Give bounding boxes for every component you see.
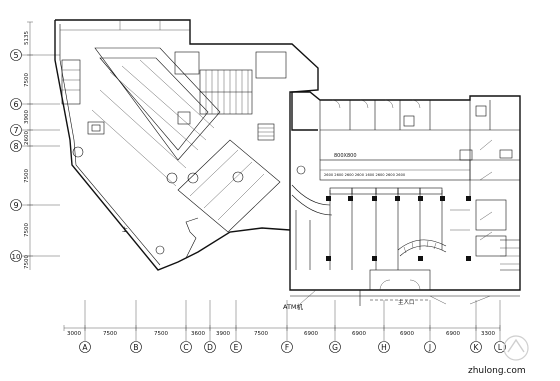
col-label-D: D	[207, 343, 213, 352]
col-label-F: F	[285, 343, 289, 352]
atm-label: ATM机	[283, 302, 304, 311]
row-bubble-7	[10, 124, 22, 136]
row-label-6: 6	[13, 100, 18, 109]
col-label-A: A	[82, 343, 88, 352]
col-bubble-F	[281, 341, 293, 353]
row-dim-1: 5135	[24, 31, 30, 45]
col-bubble-A	[79, 341, 91, 353]
row-label-9: 9	[13, 201, 18, 210]
row-axis-markers: 5 6 7 8 9 10	[10, 49, 60, 262]
col-bubble-H	[378, 341, 390, 353]
col-label-H: H	[381, 343, 387, 352]
row-label-8: 8	[13, 142, 18, 151]
row-dimension-chain: 5135 7500 3900 2600 7500 7500 7500	[24, 21, 33, 270]
bay-row-label: 2600 2600 2600 2600 1600 2600 2600 2600	[324, 173, 406, 177]
col-bubble-L	[494, 341, 506, 353]
col-dim-7: 6900	[304, 331, 318, 337]
annotation-leaders	[299, 139, 493, 305]
left-wing-outline: 上	[54, 19, 319, 271]
watermark: zhulong.com	[468, 335, 529, 376]
row-dim-2: 7500	[24, 73, 30, 87]
col-dim-9: 6900	[400, 331, 414, 337]
col-label-C: C	[183, 343, 188, 352]
col-label-J: J	[428, 343, 431, 352]
col-label-G: G	[332, 343, 338, 352]
col-bubble-E	[230, 341, 242, 353]
row-bubble-5	[10, 49, 22, 61]
beam-size-label: 800X800	[334, 153, 357, 159]
col-bubble-J	[424, 341, 436, 353]
col-dim-5: 3900	[216, 331, 230, 337]
col-dim-6: 7500	[254, 331, 268, 337]
col-dim-3: 7500	[154, 331, 168, 337]
col-label-E: E	[234, 343, 239, 352]
col-bubble-K	[470, 341, 482, 353]
col-dim-10: 6900	[446, 331, 460, 337]
col-bubble-C	[180, 341, 192, 353]
col-label-B: B	[133, 343, 138, 352]
row-dim-4: 2600	[24, 131, 30, 145]
col-dim-11: 3300	[481, 331, 495, 337]
watermark-text: zhulong.com	[468, 366, 526, 376]
col-bubble-D	[204, 341, 216, 353]
col-bubble-B	[130, 341, 142, 353]
row-label-10: 10	[12, 253, 21, 261]
right-wing-outline: 800X800 2600 2600 2600 2600 1600 2600 26…	[289, 91, 521, 306]
col-dim-2: 7500	[103, 331, 117, 337]
row-dim-3: 3900	[24, 110, 30, 124]
row-label-5: 5	[13, 51, 18, 60]
col-dim-8: 6900	[352, 331, 366, 337]
row-bubble-10	[10, 250, 22, 262]
column-dimension-chain: 3000 7500 7500 3600 3900 7500 6900 6900 …	[63, 325, 501, 337]
col-label-L: L	[498, 343, 503, 352]
col-label-K: K	[474, 343, 480, 352]
col-dim-4: 3600	[191, 331, 205, 337]
row-bubble-6	[10, 98, 22, 110]
col-bubble-G	[329, 341, 341, 353]
row-bubble-9	[10, 199, 22, 211]
col-dim-1: 3000	[67, 331, 81, 337]
column-axis-markers: A B C D E F G H J K L	[79, 300, 506, 353]
label-up-left: 上	[122, 226, 128, 234]
row-dim-6: 7500	[24, 223, 30, 237]
row-dim-7: 7500	[24, 255, 30, 269]
main-entrance-label: 主入口	[398, 298, 415, 306]
row-bubble-8	[10, 140, 22, 152]
row-label-7: 7	[13, 126, 18, 135]
row-dim-5: 7500	[24, 169, 30, 183]
